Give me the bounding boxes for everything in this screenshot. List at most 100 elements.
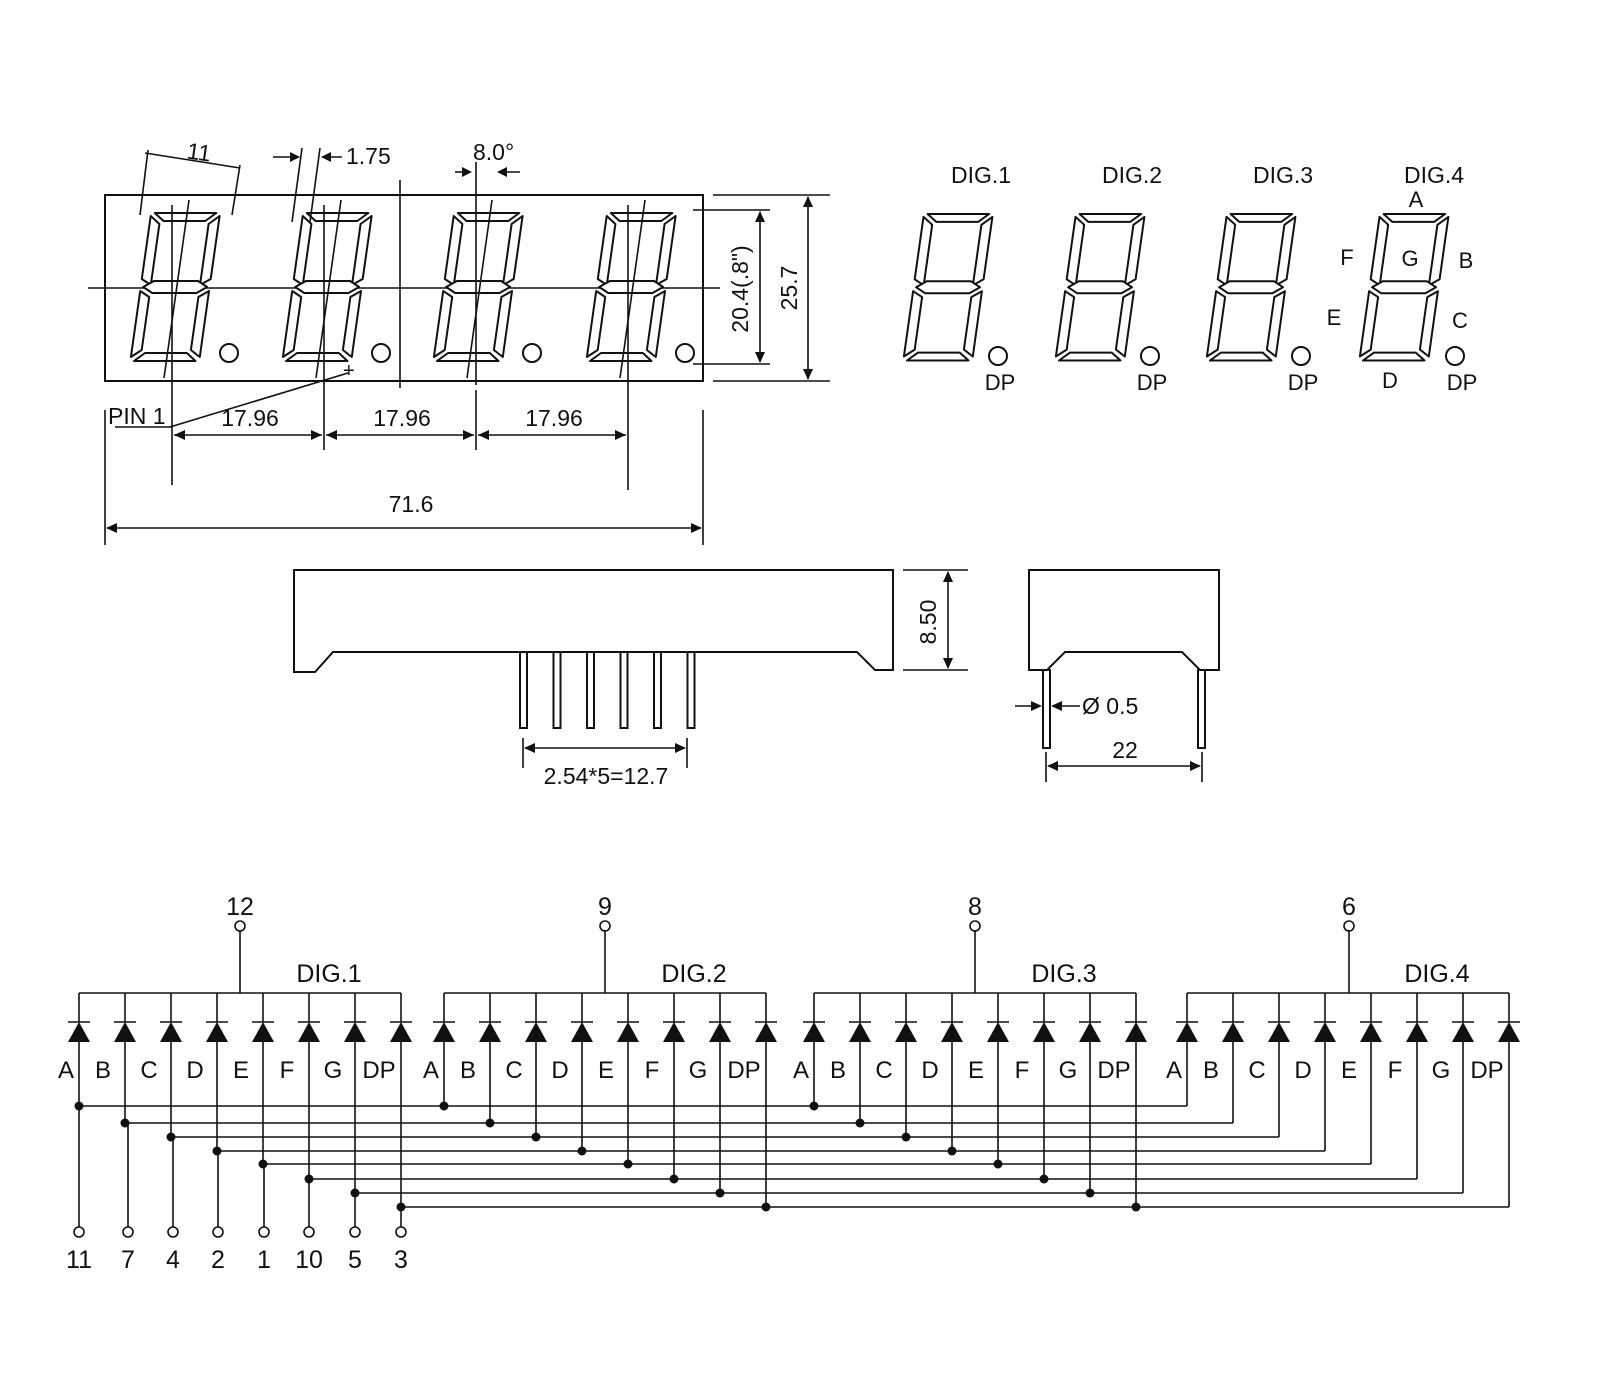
- segment-view-dig4-label: DIG.4: [1404, 162, 1464, 188]
- diode-c: C: [875, 993, 917, 1084]
- diode-segment-label: C: [140, 1057, 157, 1084]
- segment-c: [1114, 290, 1135, 358]
- diode-segment-label: G: [1432, 1057, 1451, 1084]
- diode-triangle: [1314, 1022, 1336, 1042]
- diode-g: G: [1432, 993, 1474, 1084]
- segment-b: [971, 215, 994, 287]
- pin-terminal: [258, 1226, 270, 1238]
- diode-triangle: [390, 1022, 412, 1042]
- pin-terminal: [349, 1226, 361, 1238]
- end-view-pin-right: [1197, 669, 1206, 749]
- diode-f: F: [1388, 993, 1428, 1084]
- diode-segment-label: D: [1294, 1057, 1311, 1084]
- diode-segment-label: E: [968, 1057, 984, 1084]
- diode-e: E: [233, 993, 274, 1084]
- diode-segment-label: E: [233, 1057, 249, 1084]
- segment-a: [609, 212, 674, 222]
- common-pin-terminal: [1343, 920, 1355, 932]
- segment-pin-number: 7: [121, 1246, 135, 1274]
- diode-segment-label: F: [645, 1057, 660, 1084]
- diode-f: F: [645, 993, 685, 1084]
- front-digit-1: [129, 212, 221, 362]
- diode-segment-label: B: [830, 1057, 846, 1084]
- side-view-pins: [519, 651, 696, 729]
- segment-f: [292, 215, 313, 286]
- diode-triangle: [1360, 1022, 1382, 1042]
- diode-dp: DP: [362, 993, 412, 1084]
- segment-c: [645, 290, 666, 358]
- segment-view-dp-2: [1140, 346, 1160, 366]
- front-digit-2: [281, 212, 373, 362]
- diode-triangle: [895, 1022, 917, 1042]
- diode-b: B: [830, 993, 871, 1084]
- segment-d: [1209, 351, 1273, 362]
- segment-label-a: A: [1409, 187, 1424, 212]
- arrowhead: [755, 352, 765, 363]
- diode-triangle: [252, 1022, 274, 1042]
- diode-e: E: [598, 993, 639, 1084]
- common-pin-number: 9: [598, 893, 612, 921]
- diode-c: C: [140, 993, 182, 1084]
- segment-view-dig3-label: DIG.3: [1253, 162, 1313, 188]
- segment-e: [1358, 290, 1380, 358]
- diode-g: G: [689, 993, 731, 1084]
- diode-segment-label: G: [689, 1057, 708, 1084]
- dim-segment-width-ext-right: [231, 164, 241, 216]
- segment-g: [142, 280, 209, 294]
- pin-terminal: [122, 1226, 134, 1238]
- segment-view-dp-1: [988, 346, 1008, 366]
- diode-a: A: [423, 993, 455, 1084]
- side-height-arrowheads: [943, 571, 953, 669]
- arrowhead: [1031, 701, 1042, 711]
- segment-label-g: G: [1401, 246, 1418, 271]
- segment-f: [596, 215, 617, 286]
- segment-a: [1229, 213, 1294, 223]
- segment-label-d: D: [1382, 368, 1398, 393]
- arrowhead: [497, 167, 507, 177]
- diode-segment-label: A: [1166, 1057, 1182, 1084]
- side-pin-5: [653, 651, 662, 729]
- segment-e: [281, 290, 303, 358]
- dp-label-1: DP: [985, 370, 1016, 395]
- diode-segment-label: D: [186, 1057, 203, 1084]
- segment-b: [1427, 215, 1450, 287]
- segment-f: [1065, 215, 1086, 287]
- diode-d: D: [921, 993, 963, 1084]
- diode-triangle: [617, 1022, 639, 1042]
- dim-body-height-label: 25.7: [776, 266, 802, 311]
- end-view-body: [1028, 569, 1220, 671]
- side-pin-6: [686, 651, 696, 729]
- segment-a: [305, 212, 370, 222]
- diode-segment-label: D: [921, 1057, 938, 1084]
- pin-pitch-label: 2.54*5=12.7: [544, 763, 669, 789]
- diode-d: D: [186, 993, 228, 1084]
- segment-b: [351, 215, 373, 286]
- schematic-digit-label: DIG.1: [296, 960, 361, 988]
- arrowhead: [321, 152, 331, 162]
- pin-terminal: [303, 1226, 315, 1238]
- dp-label-2: DP: [1137, 370, 1168, 395]
- segment-b: [1274, 215, 1297, 287]
- segment-f: [1369, 215, 1390, 287]
- segment-b: [655, 215, 677, 286]
- front-digit-3: [432, 212, 524, 362]
- dim-thickness-ext-right: [309, 147, 321, 223]
- segment-view-digit-2: [1054, 213, 1146, 362]
- segment-label-b: B: [1459, 248, 1474, 273]
- segment-pin-number: 10: [295, 1246, 323, 1274]
- side-view: 8.50 2.54*5=12.7: [293, 569, 968, 789]
- segment-e: [432, 290, 454, 358]
- diode-dp: DP: [1470, 993, 1520, 1084]
- diode-segment-label: A: [58, 1057, 74, 1084]
- diode-segment-label: DP: [1097, 1057, 1130, 1084]
- pin1-plus-mark: +: [343, 360, 355, 382]
- pin1-label: PIN 1: [108, 403, 166, 429]
- diode-segment-label: E: [1341, 1057, 1357, 1084]
- common-pin-terminal: [969, 920, 981, 932]
- diode-segment-label: D: [551, 1057, 568, 1084]
- arrowhead: [803, 196, 813, 207]
- diode-segment-label: DP: [1470, 1057, 1503, 1084]
- arrowhead: [755, 211, 765, 222]
